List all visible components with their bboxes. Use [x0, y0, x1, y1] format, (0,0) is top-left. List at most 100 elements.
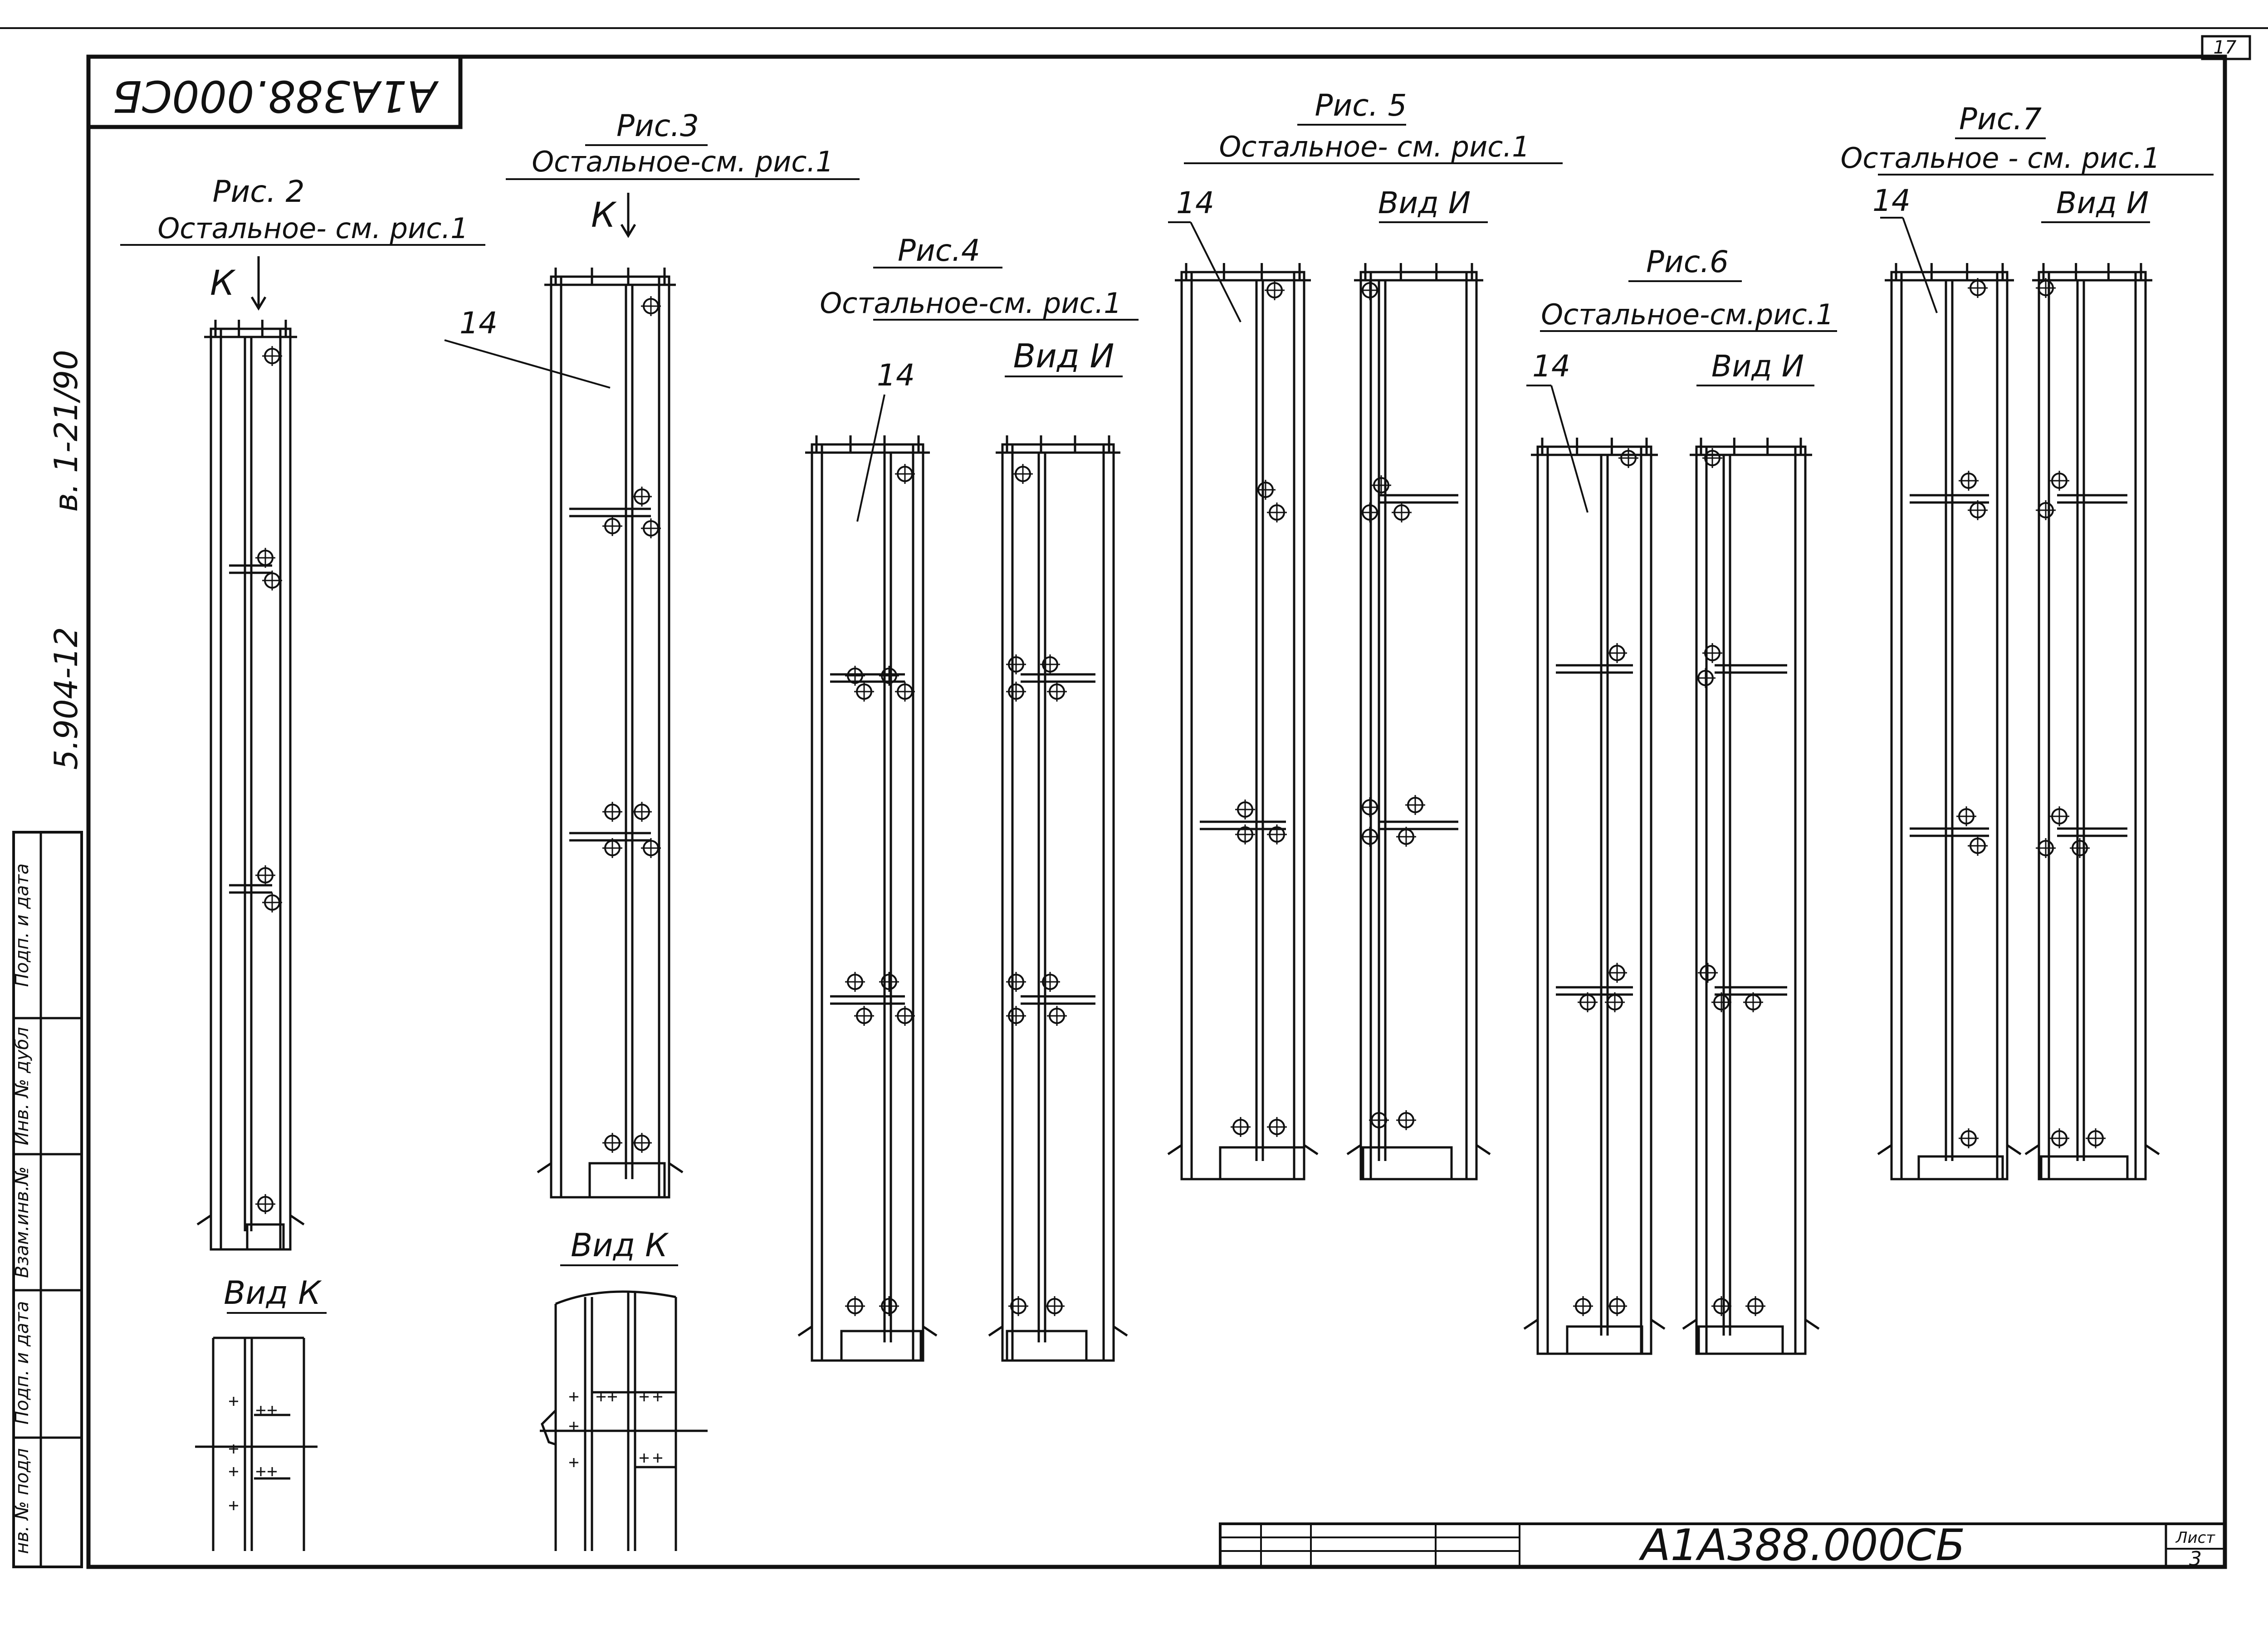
bolt-hole: [1696, 668, 1716, 688]
bolt-hole: [1235, 824, 1255, 844]
base-tick: [922, 1325, 938, 1337]
plus-mark: [653, 1392, 662, 1401]
bolt-hole: [2036, 278, 2056, 298]
detail-view-k-2-title: Вид К: [571, 1227, 669, 1264]
bolt-hole: [1578, 992, 1598, 1012]
bolt-hole: [879, 972, 899, 992]
stamp-sign-date-2: Подп. и дата: [12, 1301, 33, 1424]
beam-outline: [2038, 271, 2147, 1180]
bolt-hole: [255, 1194, 275, 1214]
bolt-hole: [1607, 1296, 1627, 1316]
bolt-hole: [845, 666, 865, 686]
plus-mark: [229, 1444, 238, 1454]
bolt-hole: [2086, 1128, 2106, 1148]
side-code-bottom: 5.904-12: [48, 627, 85, 770]
bolt-hole: [262, 893, 282, 912]
page-number: 17: [2214, 37, 2237, 58]
base-tick: [537, 1162, 552, 1174]
bolt-hole: [632, 802, 652, 822]
bolt-hole: [2049, 471, 2069, 491]
bolt-hole: [1605, 992, 1625, 1012]
bolt-hole: [1006, 682, 1026, 702]
bolt-hole: [641, 296, 661, 316]
bolt-hole: [1371, 475, 1391, 495]
base-tick: [1167, 1144, 1183, 1156]
stamp-sign-date-1: Подп. и дата: [12, 863, 33, 987]
base-tick: [1650, 1318, 1666, 1330]
bolt-hole: [2036, 500, 2056, 520]
plus-mark: [569, 1458, 578, 1467]
beam-6: [1346, 263, 1491, 1180]
bolt-hole: [632, 487, 652, 507]
bolt-hole: [1968, 836, 1988, 856]
fig6-note: Остальное-см.рис.1: [1541, 298, 1834, 331]
bolt-hole: [879, 666, 899, 686]
base-tick: [196, 1214, 212, 1226]
stamp-inv-podl: нв. № подл: [12, 1448, 33, 1554]
fig5-title: Рис. 5: [1315, 88, 1407, 123]
stamp-inv-dubl: Инв. № дубл: [12, 1027, 33, 1146]
beam-outline: [1001, 443, 1115, 1362]
base-tick: [2145, 1144, 2160, 1156]
beam-outline: [550, 275, 670, 1199]
fig4-note: Остальное-см. рис.1: [820, 287, 1121, 320]
beam-drawings: [196, 263, 2160, 1362]
plus-mark: [256, 1406, 265, 1415]
bolt-hole: [1702, 643, 1722, 663]
bolt-hole: [1040, 654, 1060, 674]
plus-mark: [229, 1501, 238, 1510]
bolt-hole: [1235, 800, 1255, 819]
bolt-hole: [1360, 827, 1380, 847]
doc-code-rotated: А1А388.000СБ: [112, 71, 440, 121]
fig4-pos: 14: [877, 358, 915, 393]
fig7-note: Остальное - см. рис.1: [1841, 141, 2160, 175]
bolt-hole: [1013, 464, 1033, 484]
page-number-box: [2201, 35, 2251, 60]
beam-9: [1877, 263, 2022, 1180]
doc-code-box-top: [86, 54, 463, 129]
bolt-hole: [1360, 502, 1380, 522]
bolt-hole: [1711, 1296, 1731, 1316]
detail-view-k-1: [195, 1336, 318, 1551]
base-tick: [797, 1325, 813, 1337]
beam-4: [988, 435, 1128, 1362]
figure-captions: Рис. 2 Остальное- см. рис.1 К Рис.3 Оста…: [120, 88, 2160, 1312]
bolt-hole: [1573, 1296, 1593, 1316]
beam-1: [196, 320, 305, 1251]
bolt-hole: [1607, 963, 1627, 983]
sheet-number: 3: [2189, 1547, 2202, 1571]
fig2-note: Остальное- см. рис.1: [157, 212, 468, 245]
position-leaders: [444, 217, 1938, 522]
fig2-view-mark: К: [210, 263, 236, 303]
base-plate: [1917, 1155, 2004, 1180]
plus-mark: [256, 1467, 265, 1476]
bolt-hole: [1745, 1296, 1765, 1316]
bolt-hole: [1698, 963, 1718, 983]
base-tick: [1476, 1144, 1491, 1156]
beam-2: [537, 268, 684, 1199]
bolt-hole: [1008, 1296, 1028, 1316]
fig6-title: Рис.6: [1646, 244, 1729, 279]
beam-5: [1167, 263, 1319, 1180]
beam-8: [1682, 438, 1820, 1355]
beam-outline: [1536, 445, 1652, 1355]
beam-outline: [1695, 445, 1807, 1355]
bolt-hole: [1265, 280, 1285, 300]
bolt-hole: [632, 1133, 652, 1153]
plus-mark: [229, 1467, 238, 1476]
bolt-hole: [2070, 838, 2090, 858]
stamp-vzam-inv: Взам.инв.№: [12, 1166, 33, 1278]
detail-view-k-1-title: Вид К: [224, 1274, 322, 1312]
bolt-hole: [845, 1296, 865, 1316]
base-tick: [1804, 1318, 1820, 1330]
bolt-hole: [1267, 502, 1287, 522]
bolt-hole: [895, 682, 915, 702]
bolt-hole: [879, 1296, 899, 1316]
plus-mark: [569, 1422, 578, 1431]
bolt-hole: [1968, 500, 1988, 520]
plus-mark: [569, 1392, 578, 1401]
bolt-hole: [1369, 1110, 1389, 1130]
bolt-hole: [1702, 448, 1722, 468]
fig3-title: Рис.3: [616, 108, 699, 143]
beam-outline: [811, 443, 924, 1362]
